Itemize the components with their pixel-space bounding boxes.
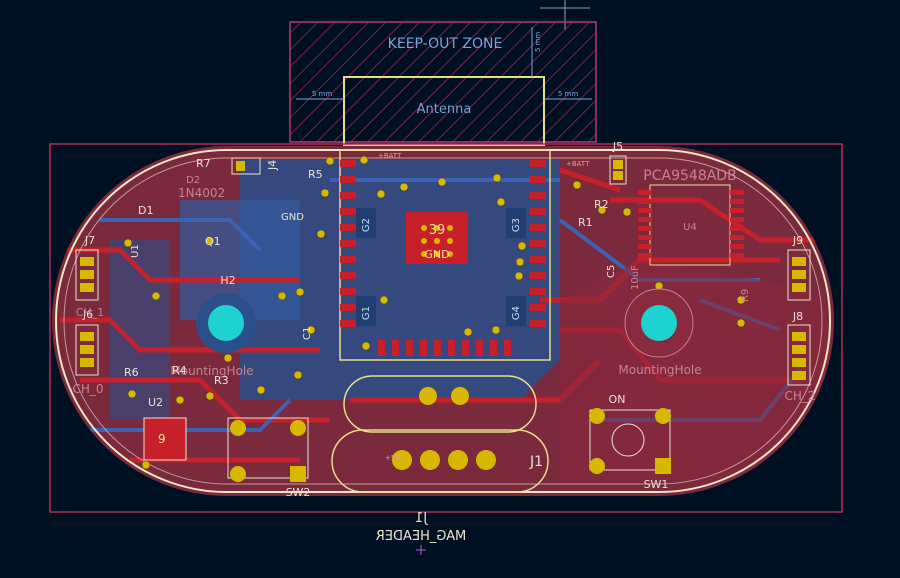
connector-j6[interactable] bbox=[75, 324, 99, 376]
c5-label: C5 bbox=[606, 265, 617, 278]
j6-label: J6 bbox=[82, 308, 93, 321]
gnd-label: GND bbox=[281, 212, 304, 223]
ch1-label: CH_1 bbox=[76, 306, 104, 319]
batt-net-label: +BATT bbox=[378, 152, 402, 160]
vias bbox=[123, 155, 746, 470]
antenna-label: Antenna bbox=[417, 102, 472, 117]
connector-j8[interactable] bbox=[787, 324, 811, 386]
pca9548-ic[interactable] bbox=[638, 184, 744, 266]
d2-value: 1N4002 bbox=[178, 186, 225, 200]
r2-label: R2 bbox=[594, 198, 609, 211]
antenna-outline bbox=[343, 76, 545, 146]
anchor-crosshair bbox=[416, 545, 426, 555]
mounting-hole-right-label: MountingHole bbox=[618, 363, 701, 377]
d2-label: D2 bbox=[186, 175, 200, 186]
g1-label: G1 bbox=[361, 306, 372, 320]
batt-net-label-2: +BATT bbox=[566, 160, 590, 168]
keepout-zone[interactable]: KEEP-OUT ZONE Antenna 5 mm 5 mm 5 mm bbox=[289, 21, 597, 146]
c5-value: 10uF bbox=[630, 265, 641, 290]
j1-silk-label: J1 bbox=[529, 454, 543, 470]
footer-mag-header: MAG_HEADER bbox=[376, 529, 467, 544]
g4-label: G4 bbox=[511, 306, 522, 320]
switch-sw2[interactable] bbox=[227, 417, 309, 482]
j4-label: J4 bbox=[266, 160, 279, 171]
connector-j4[interactable] bbox=[231, 157, 261, 175]
keepout-title: KEEP-OUT ZONE bbox=[388, 36, 503, 52]
pca9548-label: PCA9548ADB bbox=[643, 168, 736, 184]
j8-label: J8 bbox=[792, 310, 803, 323]
g2-label: G2 bbox=[361, 218, 372, 232]
plus5v-net-label: +5V bbox=[385, 454, 400, 462]
r6-label: R6 bbox=[124, 366, 139, 379]
mag-header-j1[interactable] bbox=[331, 375, 549, 493]
switch-sw1[interactable] bbox=[589, 408, 671, 474]
esp-module[interactable]: 39 GND G2 G3 G1 G4 +BATT +BATT bbox=[339, 149, 590, 361]
j7-label: J7 bbox=[84, 234, 95, 247]
r5-label: R5 bbox=[308, 168, 323, 181]
j5-label: J5 bbox=[612, 140, 623, 153]
g3-label: G3 bbox=[511, 218, 522, 232]
dim-top-label: 5 mm bbox=[534, 32, 542, 52]
ch2-label: CH_2 bbox=[784, 389, 815, 403]
mounting-hole-right[interactable] bbox=[624, 288, 694, 358]
connector-j9[interactable] bbox=[787, 249, 811, 301]
h2-label: H2 bbox=[220, 274, 235, 287]
r1-label: R1 bbox=[578, 216, 593, 229]
j9-label: J9 bbox=[792, 234, 803, 247]
dim-right-label: 5 mm bbox=[558, 90, 578, 98]
footer-ref-j1: J1 bbox=[415, 511, 428, 526]
mounting-hole-left-label: MountingHole bbox=[170, 364, 253, 378]
pad39-number: 39 bbox=[429, 223, 446, 238]
u2-chip[interactable]: 9 bbox=[143, 417, 187, 461]
u4-label: U4 bbox=[683, 222, 697, 233]
dim-left-label: 5 mm bbox=[312, 90, 332, 98]
courtyard-rect bbox=[49, 143, 843, 513]
u1-label: U1 bbox=[130, 244, 141, 258]
r3-label: R3 bbox=[214, 374, 229, 387]
sw1-label: SW1 bbox=[644, 478, 669, 491]
connector-j7[interactable] bbox=[75, 249, 99, 301]
pad39-net: GND bbox=[424, 248, 449, 261]
d1-label: D1 bbox=[138, 204, 153, 217]
r9-label: R9 bbox=[740, 289, 751, 302]
r4-label: R4 bbox=[172, 364, 187, 377]
mounting-hole-left[interactable] bbox=[196, 293, 256, 353]
q1-label: Q1 bbox=[205, 235, 221, 248]
sw2-label: SW2 bbox=[286, 486, 311, 499]
c1-label: C1 bbox=[302, 327, 313, 340]
ch0-label: CH_0 bbox=[72, 382, 103, 396]
u2-label: U2 bbox=[148, 396, 163, 409]
on-label: ON bbox=[609, 393, 626, 406]
u2-pad-label: 9 bbox=[158, 432, 166, 446]
connector-j5[interactable] bbox=[609, 155, 627, 185]
r7-label: R7 bbox=[196, 157, 211, 170]
